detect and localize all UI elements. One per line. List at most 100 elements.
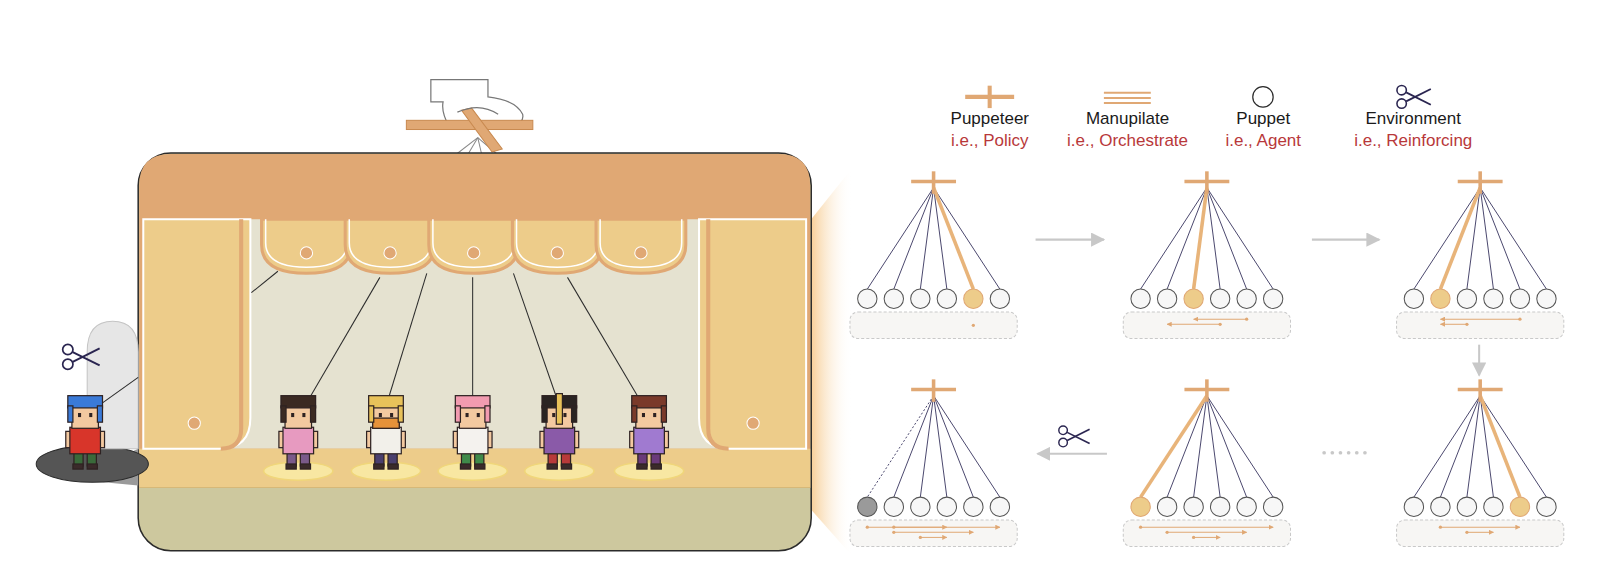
- pixel-character: [651, 464, 661, 469]
- policy-diagram: [894, 188, 934, 289]
- policy-diagram: [934, 188, 1000, 289]
- policy-diagram: [1131, 289, 1150, 308]
- policy-diagram: [1123, 520, 1290, 547]
- pixel-character: [661, 406, 666, 422]
- policy-diagram: [1404, 497, 1423, 516]
- policy-diagram: [1440, 188, 1480, 289]
- legend-text: Environment: [1366, 109, 1461, 129]
- ellipsis-dots: [1330, 451, 1334, 455]
- pixel-character: [87, 464, 97, 469]
- policy-diagram: [1141, 188, 1207, 289]
- pixel-character: [78, 413, 81, 417]
- policy-diagram: [934, 396, 1000, 497]
- policy-diagram: [990, 289, 1009, 308]
- legend-symbols: [1104, 102, 1151, 104]
- ellipsis-dots: [1363, 451, 1367, 455]
- policy-diagram: [1404, 289, 1423, 308]
- policy-diagram: [1518, 318, 1521, 321]
- policy-diagram: [1245, 318, 1248, 321]
- removed-agent-area: [102, 377, 138, 402]
- pixel-character: [561, 464, 571, 469]
- pixel-character: [556, 394, 562, 425]
- policy-diagram: [932, 171, 936, 193]
- ellipsis-dots: [1322, 451, 1366, 455]
- pixel-character: [563, 413, 566, 417]
- policy-diagram: [1131, 497, 1150, 516]
- pixel-character: [544, 427, 575, 454]
- policy-diagram: [1263, 497, 1282, 516]
- valance: [600, 219, 682, 267]
- pixel-character: [97, 406, 102, 422]
- scissors-icon: [63, 344, 100, 369]
- pixel-character: [438, 396, 507, 481]
- policy-diagram: [1440, 396, 1480, 497]
- policy-diagram: [884, 497, 903, 516]
- policy-diagram: [1465, 531, 1468, 534]
- pixel-character: [379, 413, 382, 417]
- pixel-character: [398, 406, 403, 422]
- pixel-character: [525, 394, 594, 481]
- ellipsis-dots: [1339, 451, 1343, 455]
- policy-diagram: [850, 520, 1017, 547]
- policy-diagram: [1210, 497, 1229, 516]
- scissors-icons: [63, 85, 1431, 446]
- ellipsis-dots: [1347, 451, 1351, 455]
- scissors-icon: [1397, 99, 1406, 108]
- policy-diagram: [1237, 289, 1256, 308]
- scissors-icon: [1059, 438, 1068, 447]
- legend-symbols: [1104, 97, 1151, 99]
- policy-diagram: [1157, 497, 1176, 516]
- theatre: [221, 219, 241, 448]
- valance: [512, 219, 602, 273]
- policy-diagram: [1141, 527, 1274, 528]
- legend-symbols: [1104, 92, 1151, 94]
- theatre: [143, 219, 250, 448]
- valance: [262, 219, 352, 273]
- policy-diagram: [1484, 289, 1503, 308]
- policy-diagram: [850, 379, 1017, 546]
- pixel-character: [374, 464, 384, 469]
- pixel-character: [73, 464, 83, 469]
- pixel-character: [653, 413, 656, 417]
- policy-diagram: [1440, 324, 1467, 325]
- ellipsis-dots: [1355, 451, 1359, 455]
- policy-diagram: [850, 312, 1017, 339]
- scissors-icon: [1067, 429, 1089, 440]
- policy-diagram: [937, 289, 956, 308]
- pixel-character: [300, 464, 310, 469]
- valance: [596, 219, 686, 273]
- flow-arrows: [1312, 239, 1379, 241]
- pixel-character: [89, 413, 92, 417]
- legend-text: Manupilate: [1086, 109, 1169, 129]
- policy-diagram: [1123, 171, 1290, 338]
- pixel-character: [311, 406, 316, 422]
- policy-diagram: [937, 497, 956, 516]
- theatre: [143, 219, 806, 448]
- policy-diagram: [1263, 289, 1282, 308]
- legend-meaning: i.e., Policy: [951, 131, 1028, 151]
- pixel-character: [634, 427, 665, 454]
- policy-diagram: [866, 526, 869, 529]
- policy-diagram: [858, 289, 877, 308]
- legend-meaning: i.e., Agent: [1225, 131, 1301, 151]
- policy-diagram: [911, 497, 930, 516]
- policy-diagram: [1139, 526, 1142, 529]
- pixel-character: [369, 406, 374, 422]
- policy-diagram: [1207, 188, 1247, 289]
- policy-diagram: [1465, 323, 1468, 326]
- scissors-icon: [1406, 89, 1431, 101]
- puppet-strings: [251, 271, 641, 402]
- policy-diagram: [1467, 532, 1494, 533]
- pixel-character: [637, 464, 647, 469]
- flow-arrows: [1036, 240, 1480, 454]
- pixel-character: [475, 464, 485, 469]
- policy-diagram: [1480, 396, 1520, 497]
- valance: [266, 219, 348, 267]
- policy-diagram: [1157, 289, 1176, 308]
- policy-diagram: [1192, 536, 1195, 539]
- policy-diagram: [1205, 379, 1209, 401]
- pixel-character: [285, 406, 312, 428]
- pixel-character: [264, 462, 333, 480]
- policy-diagram: [1510, 289, 1529, 308]
- policy-diagram: [1440, 527, 1520, 528]
